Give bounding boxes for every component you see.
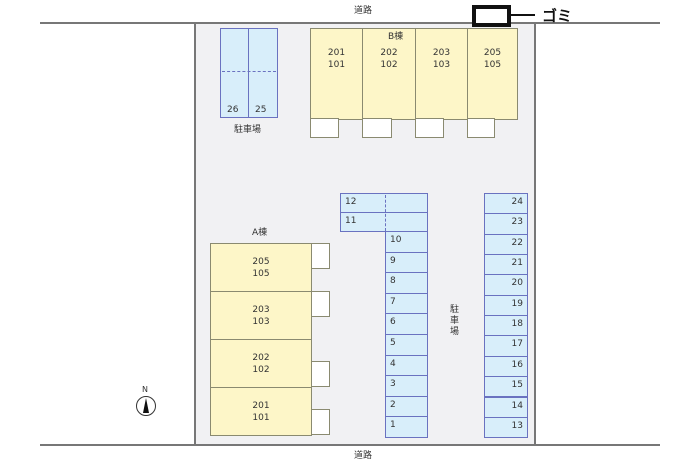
- parking-upper-divider: [385, 195, 386, 231]
- parking-space: 10: [385, 231, 428, 253]
- balcony: [362, 118, 392, 138]
- balcony: [415, 118, 445, 138]
- parking-space: 11: [340, 212, 428, 232]
- building-b-unit: 203 103: [415, 28, 468, 120]
- balcony: [310, 118, 340, 138]
- parking-space: 23: [484, 213, 528, 235]
- parking-space: 17: [484, 335, 528, 357]
- building-b-label: B棟: [388, 32, 404, 42]
- parking-space: 12: [340, 193, 428, 213]
- balcony: [311, 361, 330, 387]
- parking-space: 5: [385, 334, 428, 356]
- parking-space-25: 25: [248, 28, 278, 118]
- parking-space: 9: [385, 251, 428, 274]
- road-bottom-line: [40, 444, 660, 446]
- parking-space: 2: [385, 395, 428, 418]
- balcony: [311, 243, 330, 269]
- parking-space: 4: [385, 354, 428, 377]
- parking-space-26: 26: [220, 28, 250, 118]
- parking-space: 24: [484, 193, 528, 215]
- parking-space: 15: [484, 376, 528, 398]
- parking-space: 13: [484, 416, 528, 439]
- north-label: N: [142, 385, 148, 394]
- parking-divider: [222, 71, 276, 72]
- balcony: [467, 118, 496, 138]
- parking-space: 22: [484, 233, 528, 255]
- balcony: [311, 291, 330, 317]
- parking-space: 21: [484, 254, 528, 276]
- parking-space: 19: [484, 294, 528, 317]
- parking-top-label: 駐車場: [234, 125, 262, 135]
- lot-boundary-right: [534, 22, 536, 446]
- building-a-unit: 203 103: [210, 291, 312, 340]
- parking-space: 6: [385, 313, 428, 335]
- lot-boundary-left: [194, 22, 196, 446]
- building-a-unit: 201 101: [210, 387, 312, 436]
- parking-space: 20: [484, 274, 528, 296]
- parking-space: 14: [484, 396, 528, 418]
- road-bottom-label: 道路: [354, 451, 373, 461]
- parking-space: 8: [385, 272, 428, 294]
- building-a-label: A棟: [252, 228, 268, 238]
- building-a-unit: 205 105: [210, 243, 312, 292]
- building-a-unit: 202 102: [210, 339, 312, 388]
- trash-label: ゴミ: [542, 7, 573, 25]
- building-b-unit: 202 102: [362, 28, 416, 120]
- road-top-line: [40, 22, 660, 24]
- parking-space: 3: [385, 375, 428, 397]
- trash-leader-line: [511, 14, 535, 16]
- building-b-unit: 201 101: [310, 28, 363, 120]
- north-compass-icon: [136, 396, 156, 416]
- building-b-unit: 205 105: [467, 28, 518, 120]
- road-top-label: 道路: [354, 6, 373, 16]
- balcony: [311, 409, 330, 435]
- parking-space: 1: [385, 416, 428, 438]
- parking-space: 7: [385, 292, 428, 315]
- parking-space: 16: [484, 355, 528, 378]
- trash-station: [472, 5, 511, 27]
- parking-space: 18: [484, 315, 528, 337]
- parking-center-label: 駐車場: [450, 305, 460, 337]
